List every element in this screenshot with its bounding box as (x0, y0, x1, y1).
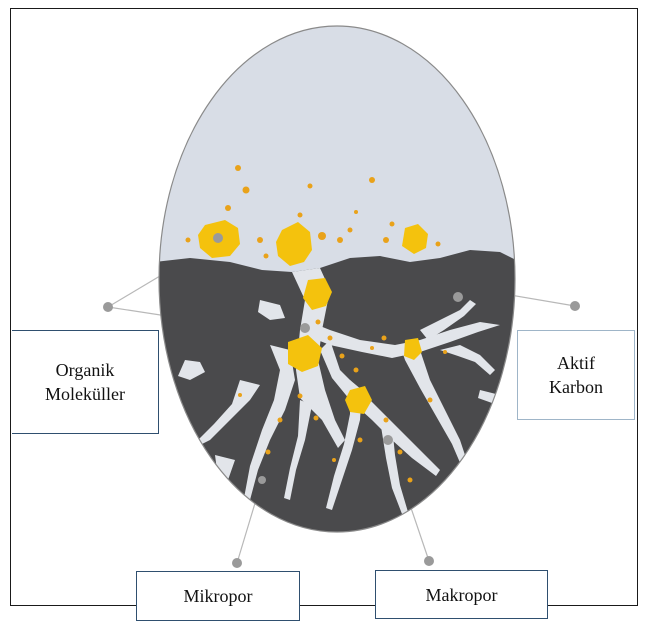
label-aktif-karbon: Aktif Karbon (517, 330, 635, 420)
pore-oval (150, 20, 530, 540)
dot-aktif (570, 301, 580, 311)
label-makropor: Makropor (375, 570, 548, 619)
dot-mikro (232, 558, 242, 568)
label-aktif-text: Aktif Karbon (549, 351, 603, 399)
label-mikropor-text: Mikropor (184, 584, 253, 608)
label-organik-molekuller: Organik Moleküller (12, 330, 159, 434)
label-organik-text: Organik Moleküller (45, 358, 125, 406)
dot-makro (424, 556, 434, 566)
label-mikropor: Mikropor (136, 571, 300, 621)
dot-organik (103, 302, 113, 312)
carbon-body (155, 250, 520, 540)
label-makropor-text: Makropor (426, 583, 498, 607)
